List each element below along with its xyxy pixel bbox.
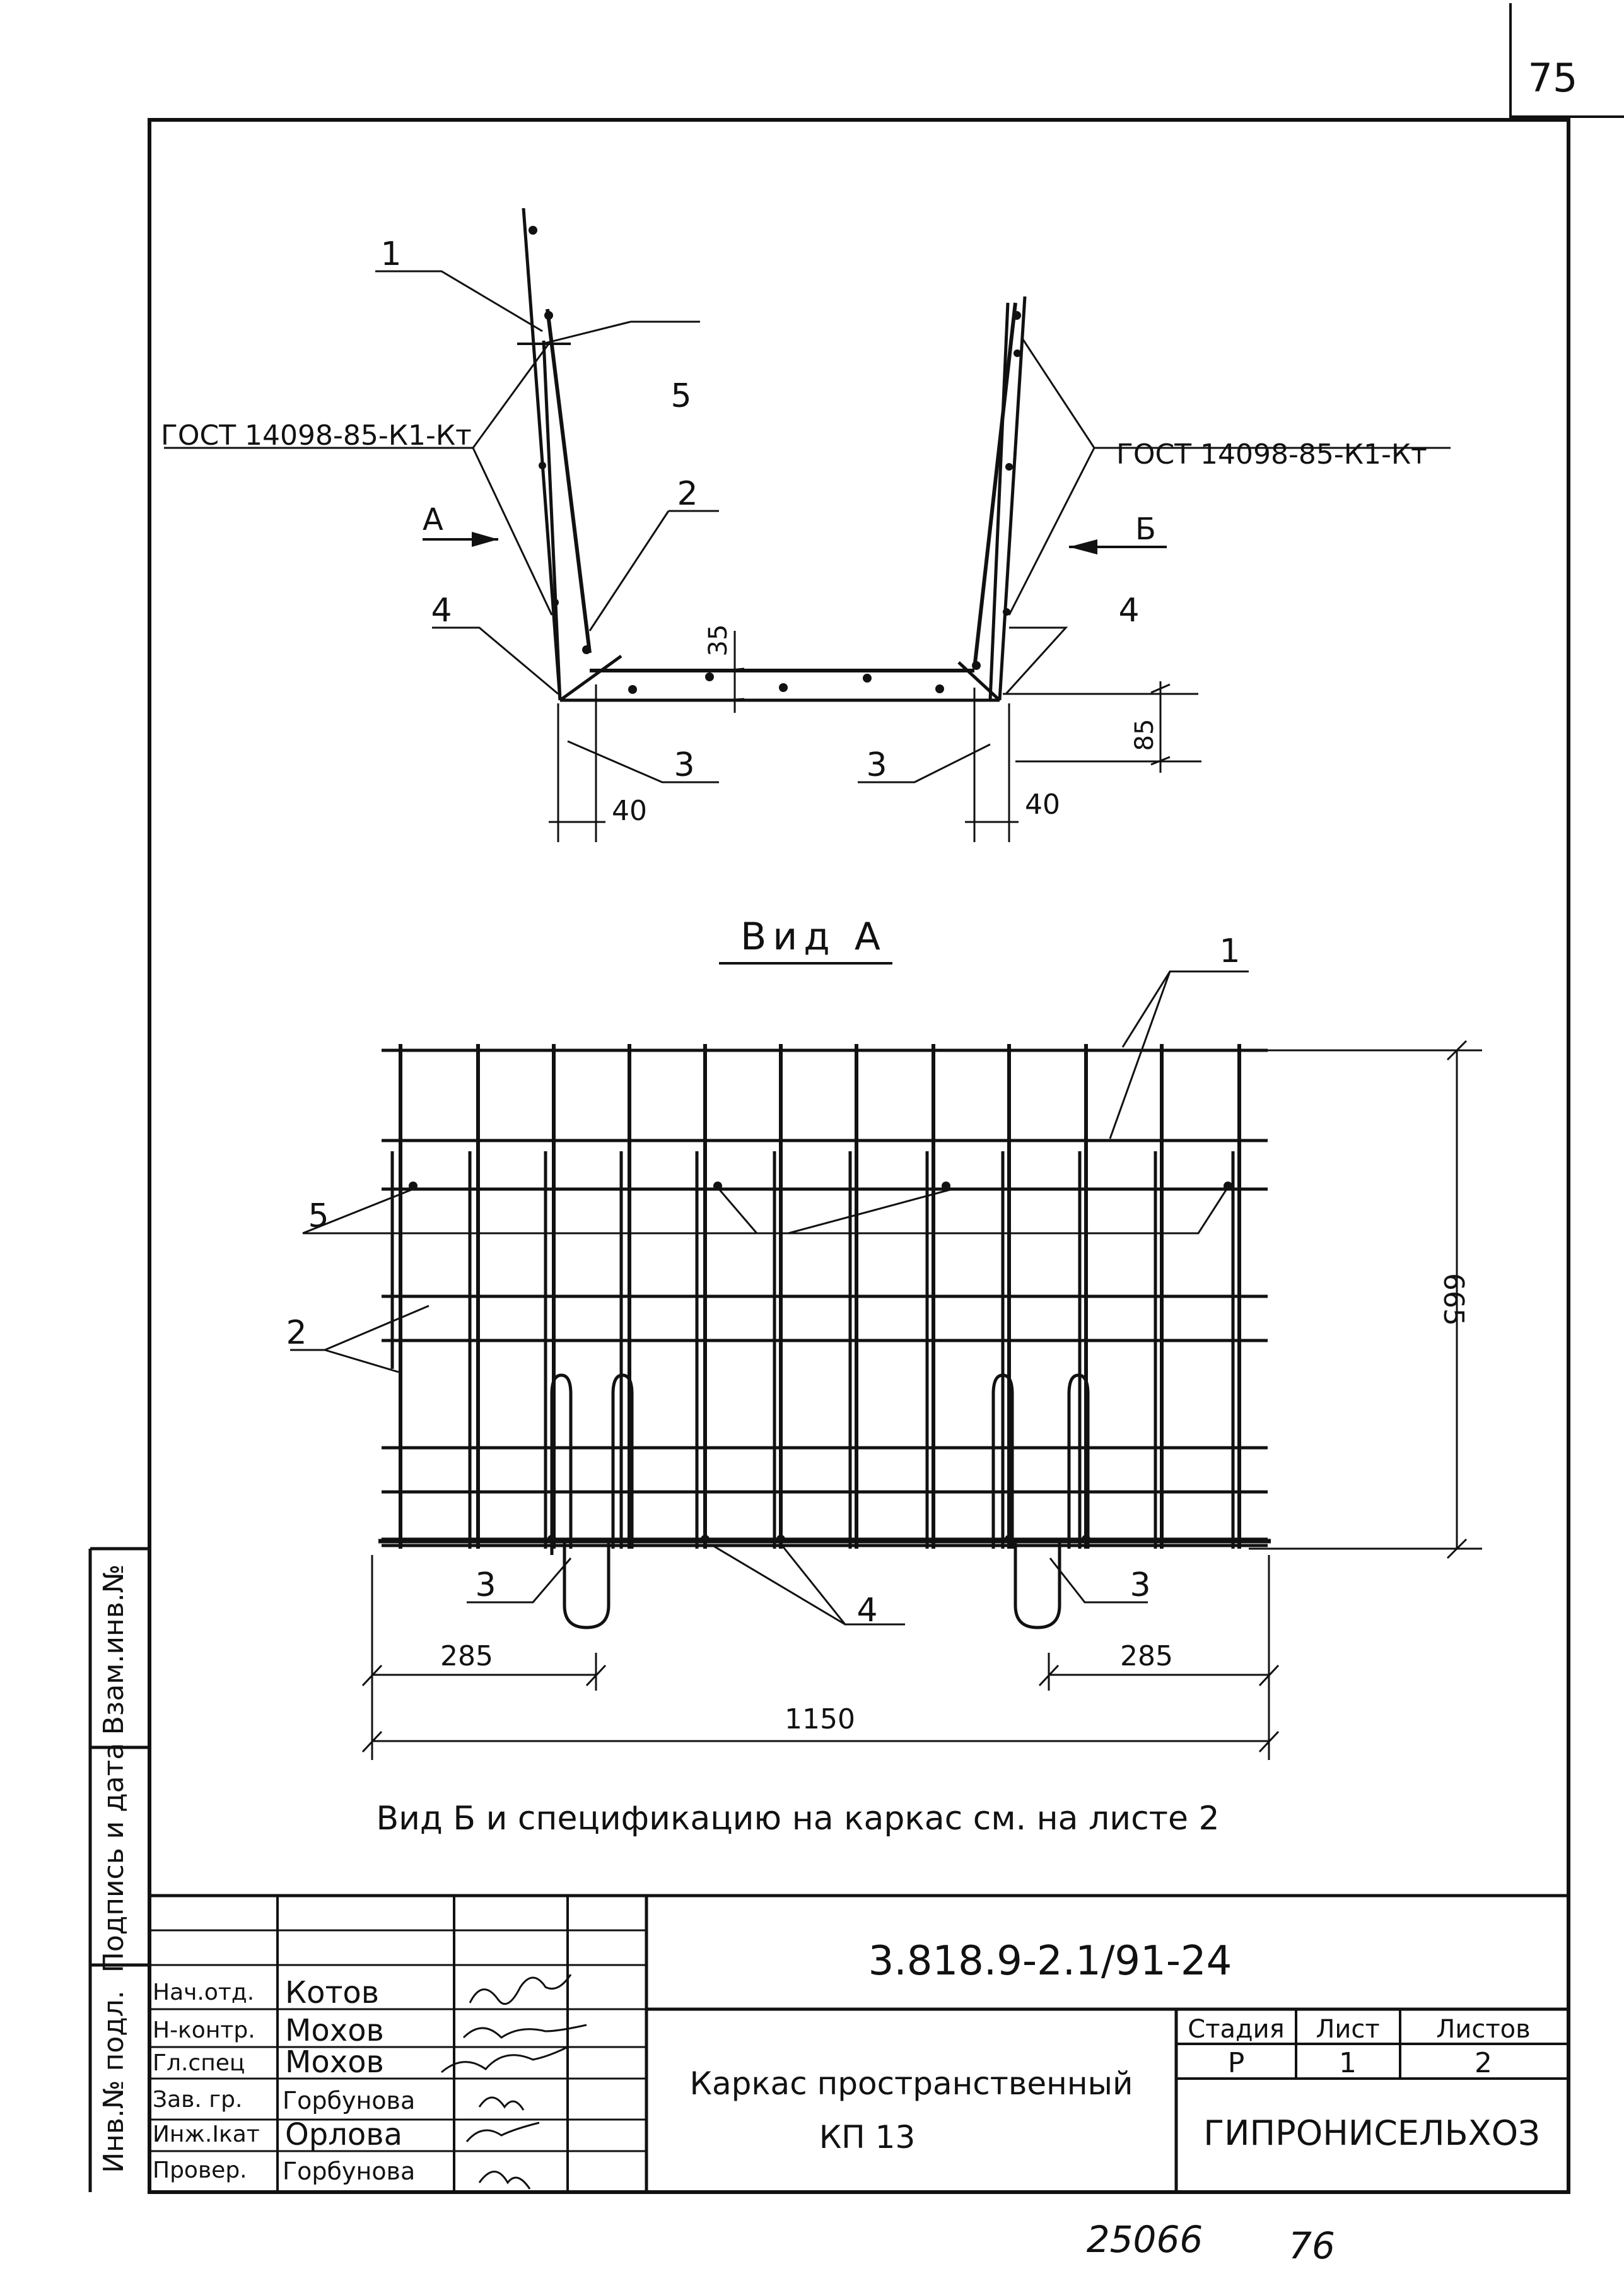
sheets-value: 2 [1475, 2047, 1492, 2079]
dim-285-right: 285 [1120, 1640, 1173, 1672]
role-5: Провер. [153, 2157, 247, 2183]
section-label-5: 5 [670, 377, 691, 415]
arrow-label-a: А [423, 502, 443, 537]
dim-35: 35 [704, 625, 733, 657]
role-2: Гл.спец [153, 2050, 245, 2076]
name-5: Горбунова [283, 2157, 415, 2185]
dim-85: 85 [1130, 719, 1159, 751]
dim-665: 665 [1437, 1273, 1469, 1326]
view-a: Вид А [286, 915, 1482, 1760]
role-4: Инж.Iкат [153, 2121, 260, 2147]
section-view: 1 5 ГОСТ 14098-85-К1-Кт ГОСТ 14098-85-К1… [161, 208, 1451, 842]
dim-1150: 1150 [785, 1703, 855, 1735]
stage-header: Стадия [1188, 2015, 1284, 2044]
doc-number: 3.818.9-2.1/91-24 [868, 1938, 1232, 1985]
view-a-label-3-left: 3 [475, 1566, 496, 1604]
name-1: Мохов [285, 2013, 384, 2048]
sheet-note: Вид Б и спецификацию на каркас см. на ли… [376, 1800, 1219, 1838]
gost-right: ГОСТ 14098-85-К1-Кт [1116, 438, 1427, 471]
dim-285-left: 285 [440, 1640, 493, 1672]
left-strip: Взам.инв.№ Подпись и дата Инв.№ подл. [88, 1547, 149, 2192]
section-label-2: 2 [677, 475, 698, 513]
role-3: Зав. гр. [153, 2087, 242, 2113]
dim-40-right: 40 [1025, 789, 1060, 821]
name-0: Котов [285, 1975, 379, 2010]
title-block: 3.818.9-2.1/91-24 Нач.отд. Котов Н-контр… [149, 1894, 1569, 2192]
view-a-label-4: 4 [856, 1592, 877, 1629]
name-3: Горбунова [283, 2087, 415, 2115]
organization: ГИПРОНИСЕЛЬХОЗ [1203, 2113, 1540, 2153]
sheets-header: Листов [1436, 2015, 1530, 2044]
view-a-label-5: 5 [308, 1197, 329, 1235]
view-a-label-1: 1 [1219, 932, 1240, 970]
view-a-label-2: 2 [286, 1314, 307, 1352]
item-name-line1: Каркас пространственный [689, 2065, 1133, 2102]
item-name-line2: КП 13 [819, 2119, 916, 2156]
sheet-value: 1 [1339, 2047, 1357, 2079]
view-a-title: Вид А [740, 915, 887, 959]
main-frame [148, 118, 1570, 2194]
stage-value: Р [1228, 2047, 1245, 2079]
gost-left: ГОСТ 14098-85-К1-Кт [161, 419, 472, 452]
footer-number-left: 25066 [1087, 2218, 1203, 2261]
strip-podpis: Подпись и дата [98, 1743, 130, 1973]
sheet-header: Лист [1316, 2015, 1379, 2044]
section-label-3-right: 3 [866, 746, 887, 784]
arrow-label-b: Б [1135, 512, 1156, 547]
section-label-1: 1 [380, 235, 401, 273]
name-4: Орлова [285, 2117, 402, 2152]
role-1: Н-контр. [153, 2017, 255, 2043]
section-label-4-left: 4 [431, 592, 452, 630]
role-0: Нач.отд. [153, 1980, 254, 2005]
section-label-3-left: 3 [674, 746, 694, 784]
footer-number-right: 76 [1288, 2224, 1335, 2267]
sheet-number-box: 75 [1509, 3, 1624, 118]
section-label-4-right: 4 [1118, 592, 1139, 630]
dim-40-left: 40 [612, 795, 647, 827]
view-a-label-3-right: 3 [1130, 1566, 1150, 1604]
strip-inv: Инв.№ подл. [98, 1990, 130, 2173]
name-2: Мохов [285, 2045, 384, 2080]
sheet-number: 75 [1528, 55, 1578, 101]
strip-vzam: Взам.инв.№ [98, 1564, 130, 1735]
